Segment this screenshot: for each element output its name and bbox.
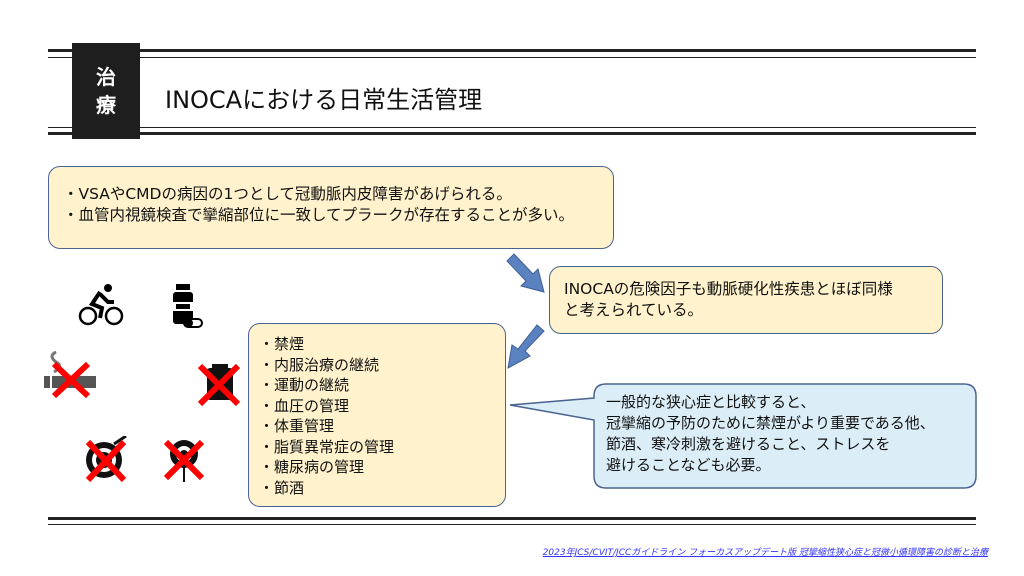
text-line: INOCAの危険因子も動脈硬化性疾患とほぼ同様 — [564, 280, 893, 298]
footer-rule-thin — [48, 524, 976, 525]
section-badge: 治療 — [72, 43, 140, 139]
footer-rule-top — [48, 517, 976, 520]
callout-bubble — [509, 383, 977, 489]
text-line: 一般的な狭心症と比較すると、 — [606, 393, 816, 411]
text-line: ・血管内視鏡検査で攣縮部位に一致してプラークが存在することが多い。 — [63, 206, 575, 224]
callout-text: 一般的な狭心症と比較すると、 冠攣縮の予防のために禁煙がより重要である他、 節酒… — [606, 392, 935, 476]
header-rule-top — [48, 49, 976, 52]
list-item: ・体重管理 — [259, 417, 335, 435]
management-list-box: ・禁煙 ・内服治療の継続 ・運動の継続 ・血圧の管理 ・体重管理 ・脂質異常症の… — [248, 323, 506, 507]
no-weight-gain-icon — [197, 363, 241, 406]
list-item: ・禁煙 — [259, 335, 305, 353]
arrow-down-left — [507, 324, 545, 369]
text-line: 節酒、寒冷刺激を避けること、ストレスを — [606, 435, 891, 453]
text-line: 冠攣縮の予防のために禁煙がより重要である他、 — [606, 414, 935, 432]
header-rule-thin-bottom — [48, 127, 976, 128]
pathology-box: ・VSAやCMDの病因の1つとして冠動脈内皮障害があげられる。 ・血管内視鏡検査… — [48, 166, 614, 249]
header-rule-thin — [48, 57, 976, 58]
text-line: 避けることなども必要。 — [606, 456, 771, 474]
list-item: ・節酒 — [259, 478, 305, 497]
source-link[interactable]: 2023年JCS/CVIT/JCCガイドライン フォーカスアップデート版 冠攣縮… — [542, 548, 988, 558]
badge-char: 治 — [96, 65, 116, 89]
no-cholesterol-food-icon — [85, 436, 127, 482]
no-smoking-icon — [44, 350, 96, 399]
list-item: ・運動の継続 — [259, 376, 350, 394]
arrow-down-right — [506, 253, 545, 293]
list-item: ・血圧の管理 — [259, 396, 350, 415]
cycling-icon — [78, 284, 124, 326]
medication-icon — [173, 284, 203, 328]
text-line: ・VSAやCMDの病因の1つとして冠動脈内皮障害があげられる。 — [63, 185, 512, 203]
text-line: と考えられている。 — [564, 301, 704, 319]
risk-factor-box: INOCAの危険因子も動脈硬化性疾患とほぼ同様 と考えられている。 — [549, 266, 943, 334]
page-title: INOCAにおける日常生活管理 — [165, 86, 483, 114]
list-item: ・糖尿病の管理 — [259, 458, 365, 476]
header-rule-bottom — [48, 132, 976, 135]
list-item: ・脂質異常症の管理 — [259, 437, 395, 456]
no-sweets-icon — [163, 439, 205, 482]
list-item: ・内服治療の継続 — [259, 355, 380, 374]
badge-char: 療 — [96, 93, 116, 117]
